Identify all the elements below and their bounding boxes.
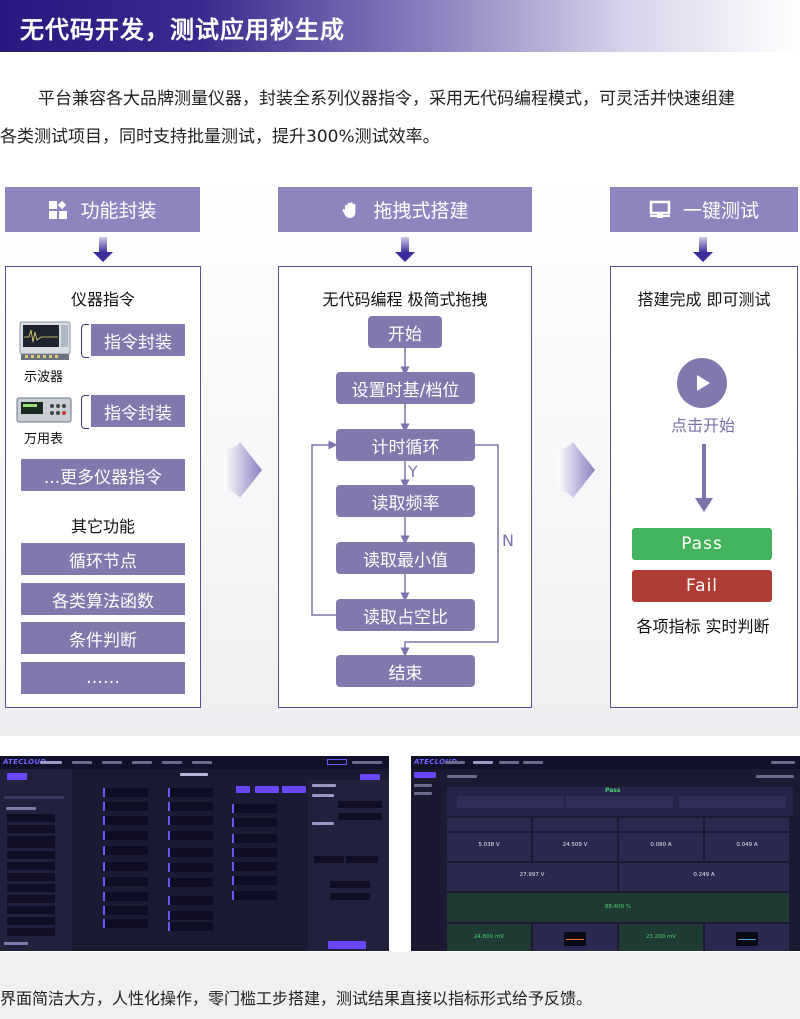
algorithm-functions-button[interactable]: 各类算法函数: [21, 583, 185, 615]
loop-node-button[interactable]: 循环节点: [21, 543, 185, 575]
down-arrow-icon: [693, 237, 713, 262]
waveform-thumbnail: [564, 932, 586, 946]
reading-card: 24.509 V: [533, 833, 617, 861]
multimeter-label: 万用表: [24, 432, 64, 447]
app-topbar: ATECLOUD: [411, 756, 800, 769]
more-instruments-button[interactable]: ...更多仪器指令: [21, 459, 185, 491]
page-title: 无代码开发，测试应用秒生成: [20, 16, 345, 44]
blocks-icon: [48, 200, 68, 220]
right-arrow-icon: [557, 442, 595, 498]
column-header-drag-build: 拖拽式搭建: [278, 187, 532, 232]
panel-title: 搭建完成 即可测试: [637, 290, 771, 309]
reading-card: 0.080 A: [619, 833, 703, 861]
intro-paragraph: 平台兼容各大品牌测量仪器，封装全系列仪器指令，采用无代码编程模式，可灵活并快速组…: [0, 80, 800, 156]
flow-node-set-timebase[interactable]: 设置时基/档位: [336, 372, 475, 404]
intro-line-1: 平台兼容各大品牌测量仪器，封装全系列仪器指令，采用无代码编程模式，可灵活并快速组…: [38, 89, 735, 109]
fail-indicator: Fail: [632, 570, 772, 602]
footer-section: [0, 952, 800, 1019]
panel-title: 无代码编程 极简式拖拽: [322, 290, 488, 309]
loop-yes-label: Y: [408, 462, 418, 481]
oscilloscope-label: 示波器: [24, 370, 64, 385]
play-icon: [697, 375, 710, 391]
flow-node-timer-loop[interactable]: 计时循环: [336, 429, 475, 461]
monitor-icon: [649, 200, 671, 220]
column-title: 拖拽式搭建: [373, 200, 469, 222]
loop-no-label: N: [502, 531, 514, 550]
intro-line-2: 各类测试项目，同时支持批量测试，提升300%测试效率。: [0, 127, 440, 147]
column-header-one-click-test: 一键测试: [610, 187, 798, 232]
page-header: 无代码开发，测试应用秒生成: [0, 0, 800, 52]
flow-node-read-duty-cycle[interactable]: 读取占空比: [336, 599, 475, 631]
test-status-pass: Pass: [605, 787, 621, 794]
start-label: 点击开始: [670, 416, 735, 435]
verdict-label: 各项指标 实时判断: [636, 617, 770, 636]
condition-button[interactable]: 条件判断: [21, 622, 185, 654]
more-functions-button[interactable]: ……: [21, 662, 185, 694]
encapsulate-multimeter-button[interactable]: 指令封装: [91, 395, 185, 427]
down-arrow-icon: [395, 237, 415, 262]
column-title: 功能封装: [80, 200, 157, 222]
reading-card: 27.997 V: [447, 863, 617, 891]
brace: [81, 395, 89, 429]
flow-node-read-frequency[interactable]: 读取频率: [336, 485, 475, 517]
brand-logo: ATECLOUD: [414, 758, 458, 766]
reading-card: 24.800 mV: [447, 924, 531, 951]
oscilloscope-image: [19, 321, 71, 360]
waveform-thumbnail: [736, 932, 758, 946]
down-arrow-icon: [695, 444, 713, 512]
right-arrow-icon: [224, 442, 262, 498]
encapsulate-oscilloscope-button[interactable]: 指令封装: [91, 324, 185, 356]
footer-caption: 界面简洁大方，人性化操作，零门槛工步搭建，测试结果直接以指标形式给予反馈。: [0, 989, 593, 1008]
flow-node-end[interactable]: 结束: [336, 655, 475, 687]
other-functions-title: 其它功能: [70, 517, 135, 536]
column-title: 一键测试: [682, 200, 759, 222]
brand-logo: ATECLOUD: [3, 758, 47, 766]
pass-indicator: Pass: [632, 528, 772, 560]
start-test-button[interactable]: [677, 358, 727, 408]
column-header-encapsulation: 功能封装: [5, 187, 200, 232]
reading-card: 5.038 V: [447, 833, 531, 861]
test-results-screenshot: ATECLOUD Pass 5.038 V 24.509 V 0.080 A 0…: [411, 756, 800, 951]
reading-card: 88.400 %: [447, 893, 789, 922]
hand-icon: [341, 200, 361, 220]
reading-card: 0.049 A: [705, 833, 789, 861]
down-arrow-icon: [93, 237, 113, 262]
flow-node-read-minimum[interactable]: 读取最小值: [336, 542, 475, 574]
reading-card: 0.249 A: [619, 863, 789, 891]
brace: [81, 324, 89, 358]
reading-card: 23.200 mV: [619, 924, 703, 951]
panel-title: 仪器指令: [70, 290, 135, 309]
flow-node-start[interactable]: 开始: [368, 316, 442, 348]
multimeter-image: [16, 397, 72, 423]
app-topbar: ATECLOUD: [0, 756, 389, 769]
flow-editor-screenshot: ATECLOUD: [0, 756, 389, 951]
